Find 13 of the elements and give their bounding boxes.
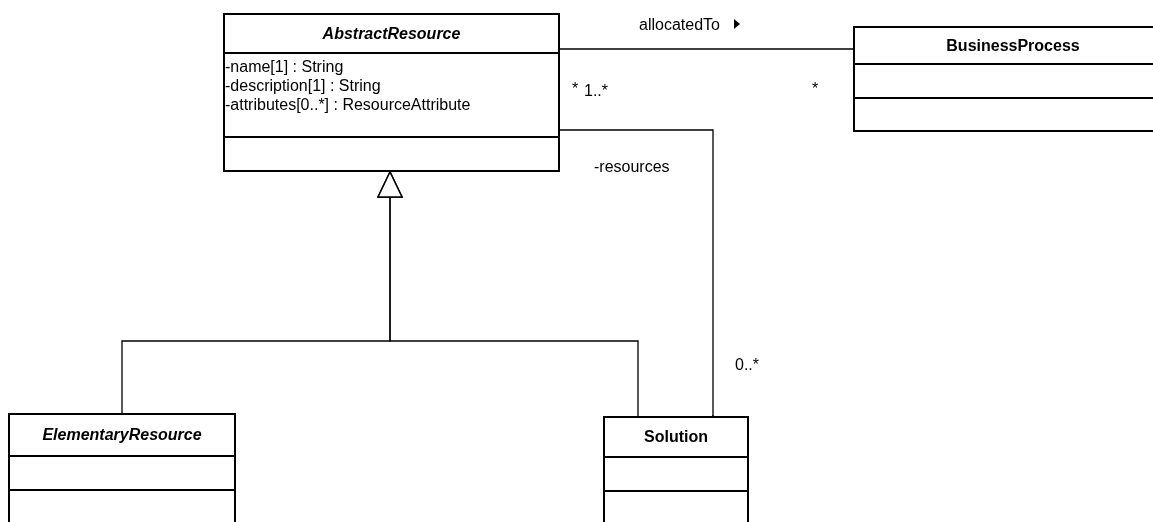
association-line: [559, 48, 854, 50]
generalization-arrow: [377, 171, 639, 417]
attribute-text: -attributes[0..*] : ResourceAttribute: [225, 95, 472, 114]
attribute-text: -name[1] : String: [225, 57, 345, 76]
class-name: Solution: [644, 428, 708, 446]
class-box: [603, 416, 749, 522]
class-box: [8, 413, 236, 522]
class-box: [223, 13, 560, 172]
class-box: [853, 26, 1153, 132]
attribute-text: -description[1] : String: [225, 76, 382, 95]
class-name: BusinessProcess: [946, 36, 1080, 55]
class-name: ElementaryResource: [42, 426, 202, 444]
class-name: AbstractResource: [322, 24, 461, 43]
